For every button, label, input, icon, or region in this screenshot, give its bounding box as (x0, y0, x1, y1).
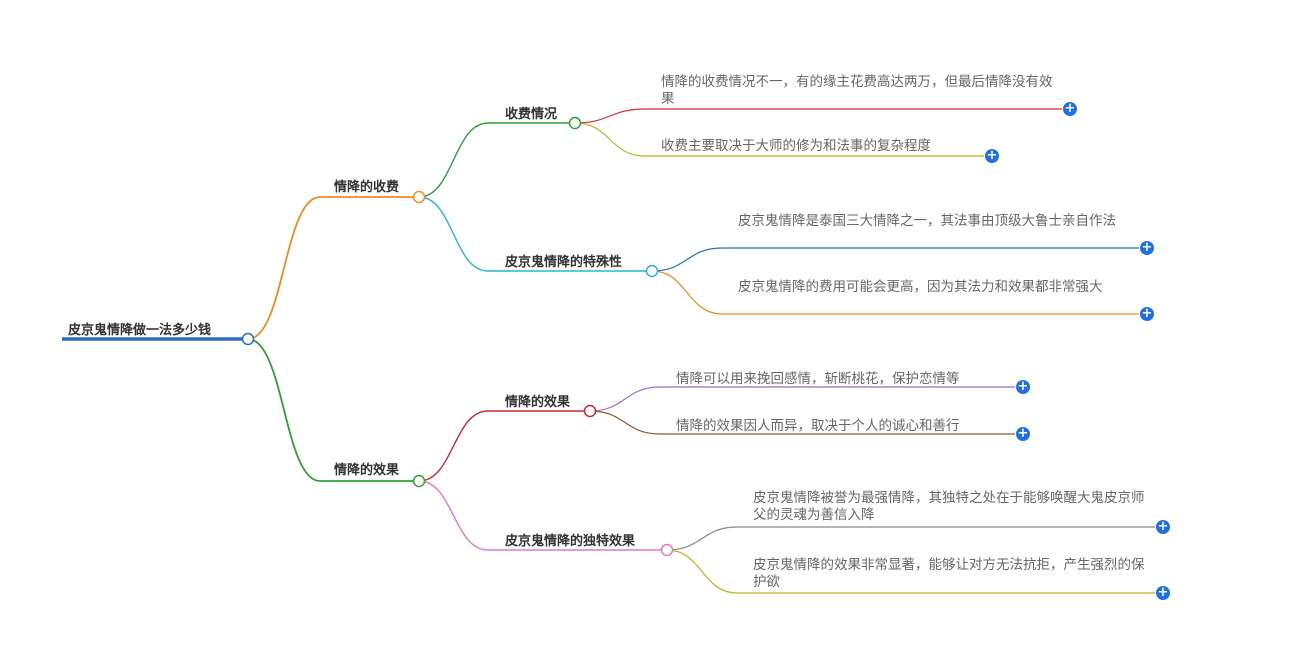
expand-button[interactable]: + (1156, 585, 1170, 600)
leaf-text: 皮京鬼情降的费用可能会更高，因为其法力和效果都非常强大 (738, 279, 1103, 295)
leaf-connector (589, 386, 661, 412)
collapse-toggle[interactable] (412, 474, 426, 488)
collapse-toggle[interactable] (583, 404, 597, 418)
leaf-connector (574, 108, 646, 124)
collapse-toggle[interactable] (241, 332, 255, 346)
collapse-toggle[interactable] (645, 264, 659, 278)
subtopic-label: 皮京鬼情降的独特效果 (505, 534, 636, 549)
leaf-text: 情降可以用来挽回感情，斩断桃花，保护恋情等 (676, 371, 960, 387)
leaf-text: 皮京鬼情降是泰国三大情降之一，其法事由顶级大鲁士亲自作法 (738, 213, 1116, 229)
subbranch-connector (418, 196, 489, 272)
leaf-text: 收费主要取决于大师的修为和法事的复杂程度 (661, 138, 931, 154)
leaf-connector (666, 526, 738, 551)
subtopic-label: 情降的效果 (505, 395, 571, 410)
subtopic-label: 收费情况 (505, 107, 558, 122)
leaf-text: 皮京鬼情降的效果非常显著，能够让对方无法抗拒，产生强烈的保护欲 (753, 557, 1145, 590)
leaf-text: 情降的收费情况不一，有的缘主花费高达两万，但最后情降没有效果 (661, 74, 1053, 107)
expand-button[interactable]: + (1156, 519, 1170, 534)
topic-label: 情降的效果 (334, 463, 400, 478)
collapse-toggle[interactable] (412, 190, 426, 204)
expand-button[interactable]: + (1140, 306, 1154, 321)
expand-button[interactable]: + (985, 148, 999, 163)
subbranch-connector (418, 122, 489, 198)
collapse-toggle[interactable] (660, 543, 674, 557)
subbranch-connector (418, 410, 489, 482)
subbranch-connector (418, 480, 489, 551)
collapse-toggle[interactable] (568, 116, 582, 130)
expand-button[interactable]: + (1016, 426, 1030, 441)
leaf-connector (651, 270, 723, 315)
leaf-text: 皮京鬼情降被誉为最强情降，其独特之处在于能够唤醒大鬼皮京师父的灵魂为善信入降 (753, 490, 1145, 523)
leaf-text: 情降的效果因人而异，取决于个人的诚心和善行 (676, 418, 960, 434)
leaf-connector (589, 410, 661, 435)
expand-button[interactable]: + (1063, 101, 1077, 116)
branch-connector (247, 196, 321, 340)
subtopic-label: 皮京鬼情降的特殊性 (505, 255, 623, 270)
expand-button[interactable]: + (1140, 240, 1154, 255)
branch-connector (247, 338, 321, 482)
leaf-connector (574, 122, 646, 157)
leaf-connector (651, 247, 723, 272)
leaf-connector (666, 549, 738, 594)
topic-label: 情降的收费 (334, 180, 400, 195)
root-topic-label: 皮京鬼情降做一法多少钱 (68, 323, 212, 338)
expand-button[interactable]: + (1016, 379, 1030, 394)
